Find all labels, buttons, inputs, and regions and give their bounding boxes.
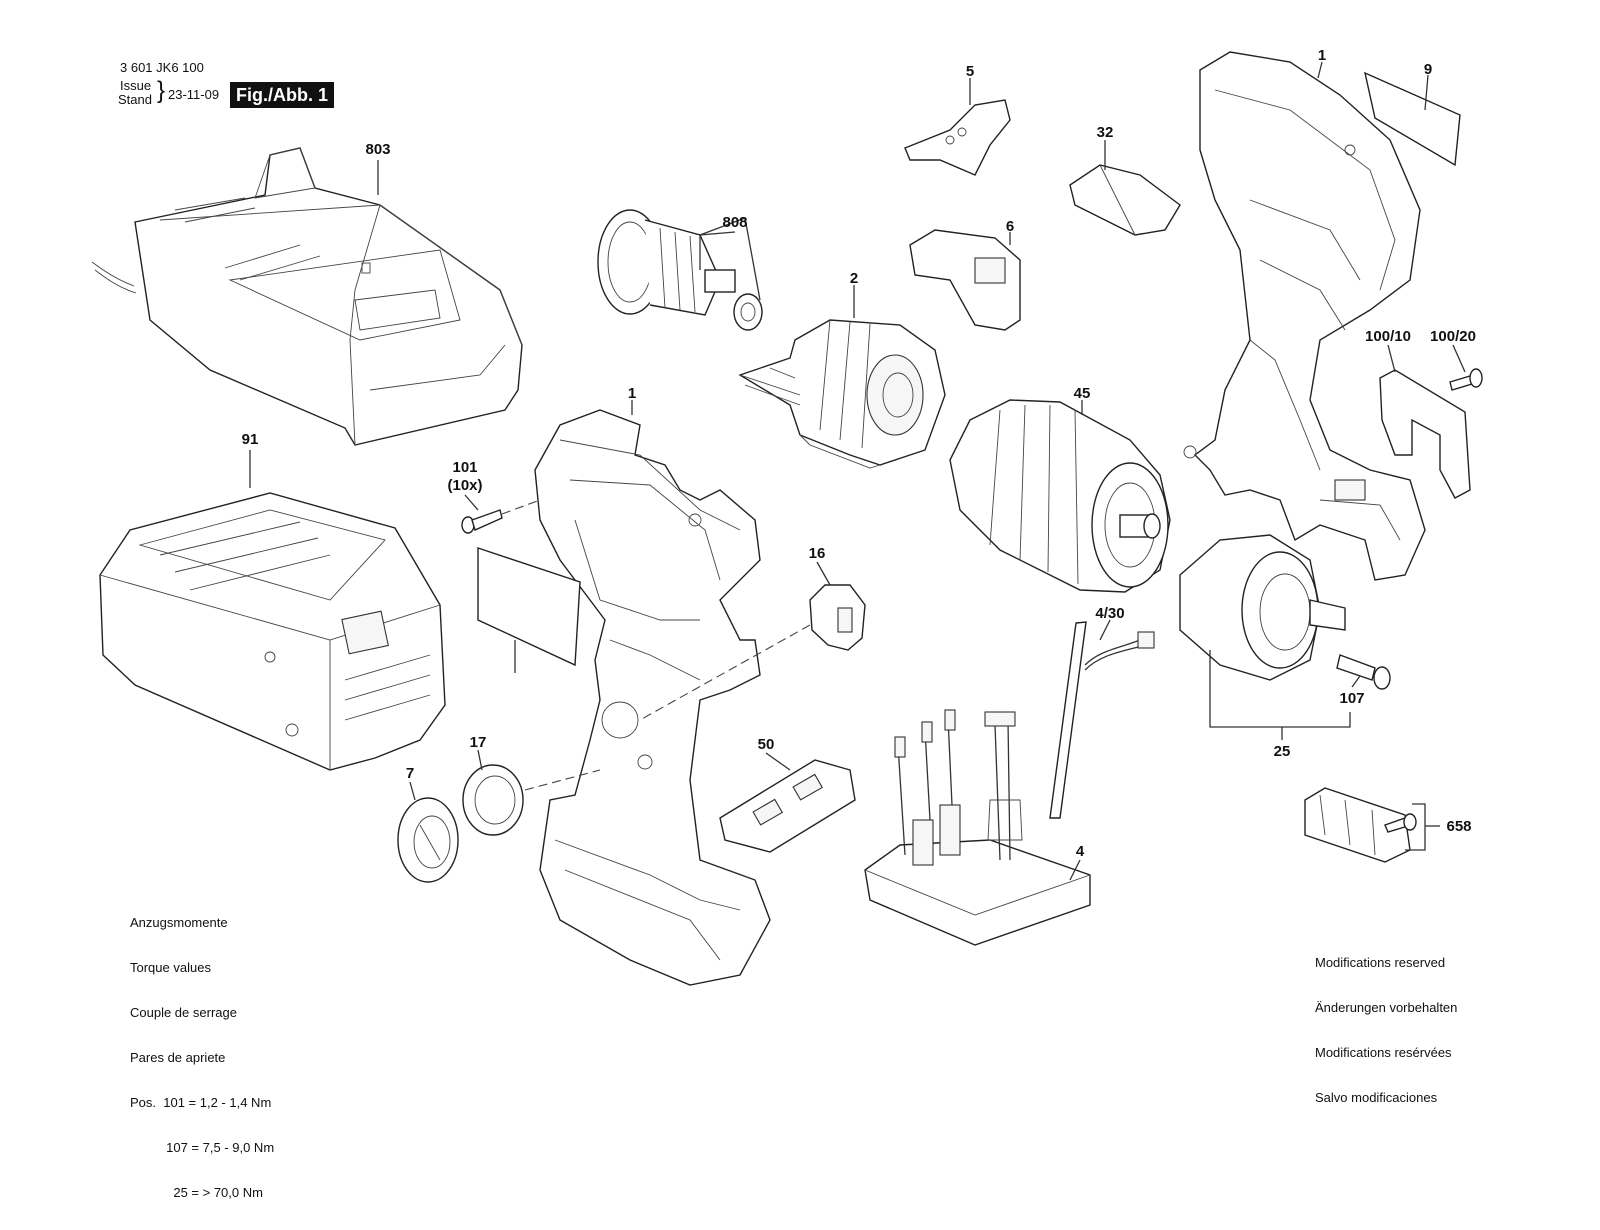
screw-101-drawing xyxy=(461,499,541,534)
part-label-6: 6 xyxy=(1006,218,1014,235)
label-plate-drawing xyxy=(1364,71,1461,167)
part-label-9: 9 xyxy=(1424,61,1432,78)
leader-lines xyxy=(249,61,1466,881)
modification-notes: Modifications reserved Änderungen vorbeh… xyxy=(1315,925,1457,1135)
document-number: 3 601 JK6 100 xyxy=(120,60,204,75)
part-label-45: 45 xyxy=(1074,385,1091,402)
cap-drawing xyxy=(397,797,459,883)
part-label-101: 101 xyxy=(452,459,477,476)
bit-holder-drawing xyxy=(1304,787,1417,863)
switch-cover-drawing xyxy=(1069,164,1181,236)
torque-line: 25 = > 70,0 Nm xyxy=(130,1185,263,1200)
motor-stator-drawing xyxy=(738,319,946,469)
torque-line: Anzugsmomente xyxy=(130,915,228,930)
battery-drawing xyxy=(99,492,446,771)
torque-notes: Anzugsmomente Torque values Couple de se… xyxy=(130,885,274,1230)
part-label-7: 7 xyxy=(406,765,414,782)
gearbox-drawing xyxy=(949,399,1171,593)
led-board-drawing xyxy=(639,584,866,721)
ring-drawing xyxy=(462,764,601,836)
part-label-803: 808 xyxy=(722,214,747,231)
part-labels: 803 91 1 1 9 5 32 6 2 808 45 100/10 100/… xyxy=(242,47,1476,860)
switch-slider-drawing xyxy=(904,99,1011,176)
part-label-1-right: 1 xyxy=(1318,47,1326,64)
screw-107-drawing xyxy=(1336,654,1391,690)
electronics-module-drawing xyxy=(864,709,1091,946)
issue-label: Issue xyxy=(120,78,152,93)
torque-line: Torque values xyxy=(130,960,211,975)
issue-date: 23-11-09 xyxy=(168,87,220,102)
charger-drawing xyxy=(91,147,523,446)
modification-line: Modifications resérvées xyxy=(1315,1045,1452,1060)
housing-half-right-drawing xyxy=(1183,51,1426,581)
stand-label: Stand xyxy=(118,92,152,107)
part-label-32: 32 xyxy=(1097,124,1114,141)
torque-line: Couple de serrage xyxy=(130,1005,237,1020)
screw-100-20-drawing xyxy=(1449,368,1483,391)
part-label-50: 50 xyxy=(758,736,775,753)
part-label-101-quantity: (10x) xyxy=(447,477,482,494)
part-label-107: 107 xyxy=(1339,690,1364,707)
part-label-1-center: 1 xyxy=(628,385,636,402)
exploded-parts-diagram: 3 601 JK6 100 Issue Stand } 23-11-09 Fig… xyxy=(91,47,1483,1200)
torque-line: Pares de apriete xyxy=(130,1050,226,1065)
cover-plate-drawing xyxy=(719,759,856,853)
part-label-100-20: 100/20 xyxy=(1430,328,1476,345)
chuck-drawing xyxy=(1179,534,1346,681)
part-label-658: 658 xyxy=(1446,818,1471,835)
brace: } xyxy=(157,77,166,104)
parts-drawing: 803 91 1 1 9 5 32 6 2 808 45 100/10 100/… xyxy=(91,47,1483,986)
part-label-4: 4 xyxy=(1076,843,1085,860)
torque-line: 107 = 7,5 - 9,0 Nm xyxy=(130,1140,275,1155)
modification-line: Salvo modificaciones xyxy=(1315,1090,1438,1105)
part-label-4-30: 4/30 xyxy=(1095,605,1124,622)
part-label-5: 5 xyxy=(966,63,974,80)
motor-armature-drawing xyxy=(597,209,763,331)
part-label-100-10: 100/10 xyxy=(1365,328,1411,345)
belt-clip-drawing xyxy=(1379,369,1471,499)
label-808-drawing xyxy=(477,547,581,667)
torque-line: Pos. 101 = 1,2 - 1,4 Nm xyxy=(130,1095,272,1110)
trigger-switch-drawing xyxy=(909,229,1021,331)
modification-line: Änderungen vorbehalten xyxy=(1315,1000,1458,1015)
ribbon-cable-drawing xyxy=(1049,621,1155,819)
part-label-17: 17 xyxy=(470,734,487,751)
part-label-16: 16 xyxy=(809,545,826,562)
figure-label: Fig./Abb. 1 xyxy=(230,82,334,108)
housing-half-left-drawing xyxy=(534,409,771,986)
part-label-653: 803 xyxy=(365,141,390,158)
part-label-91: 91 xyxy=(242,431,259,448)
part-label-25: 25 xyxy=(1274,743,1291,760)
modification-line: Modifications reserved xyxy=(1315,955,1446,970)
part-label-2: 2 xyxy=(850,270,858,287)
